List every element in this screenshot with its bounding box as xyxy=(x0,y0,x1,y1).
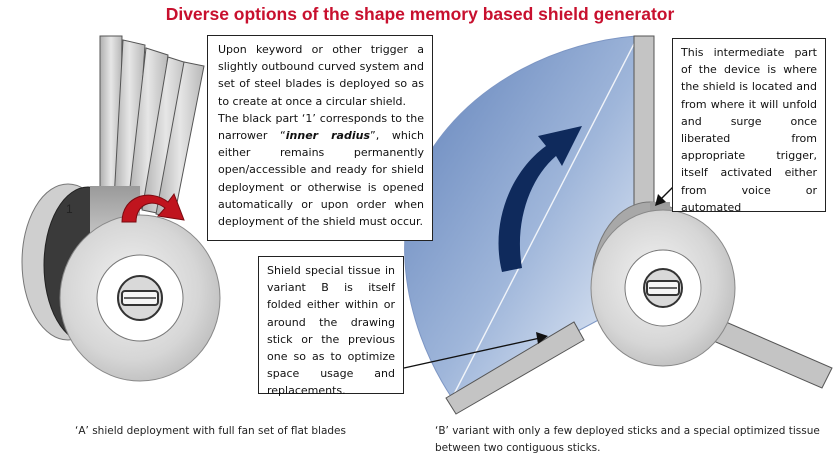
red-deploy-arrow xyxy=(121,192,185,223)
callout-a-text: The black part ‘1’ corresponds to the na… xyxy=(218,111,424,143)
lower-left-stick xyxy=(445,321,585,415)
callout-c-text: This intermediate part of the device is … xyxy=(681,46,817,214)
callout-b-text: Shield special tissue in variant B is it… xyxy=(267,264,395,398)
part-label-1: 1 xyxy=(66,202,73,216)
navy-deploy-arrow xyxy=(498,126,582,272)
callout-intermediate-part: This intermediate part of the device is … xyxy=(672,38,826,214)
inner-radius-term: inner radius xyxy=(285,129,371,143)
upright-stick xyxy=(633,35,655,219)
variant-a-device xyxy=(21,35,221,382)
pointer-b xyxy=(403,337,541,369)
page-title: Diverse options of the shape memory base… xyxy=(165,4,675,24)
blade-fan xyxy=(99,35,205,219)
callout-a-paragraph-1: Upon keyword or other trigger a slightly… xyxy=(218,43,424,108)
callout-variant-a: Upon keyword or other trigger a slightly… xyxy=(207,35,433,241)
pointer-arrows xyxy=(403,183,677,369)
caption-variant-b: ‘B’ variant with only a few deployed sti… xyxy=(435,425,820,454)
caption-variant-a: ‘A’ shield deployment with full fan set … xyxy=(75,425,346,437)
callout-tissue: Shield special tissue in variant B is it… xyxy=(258,256,404,397)
callout-a-paragraph-2: The black part ‘1’ corresponds to the na… xyxy=(218,110,424,230)
callout-a-text-end: ”, which either remains permanently open… xyxy=(218,129,424,229)
tissue-fold-line xyxy=(451,39,637,399)
variant-b-device xyxy=(404,35,833,415)
